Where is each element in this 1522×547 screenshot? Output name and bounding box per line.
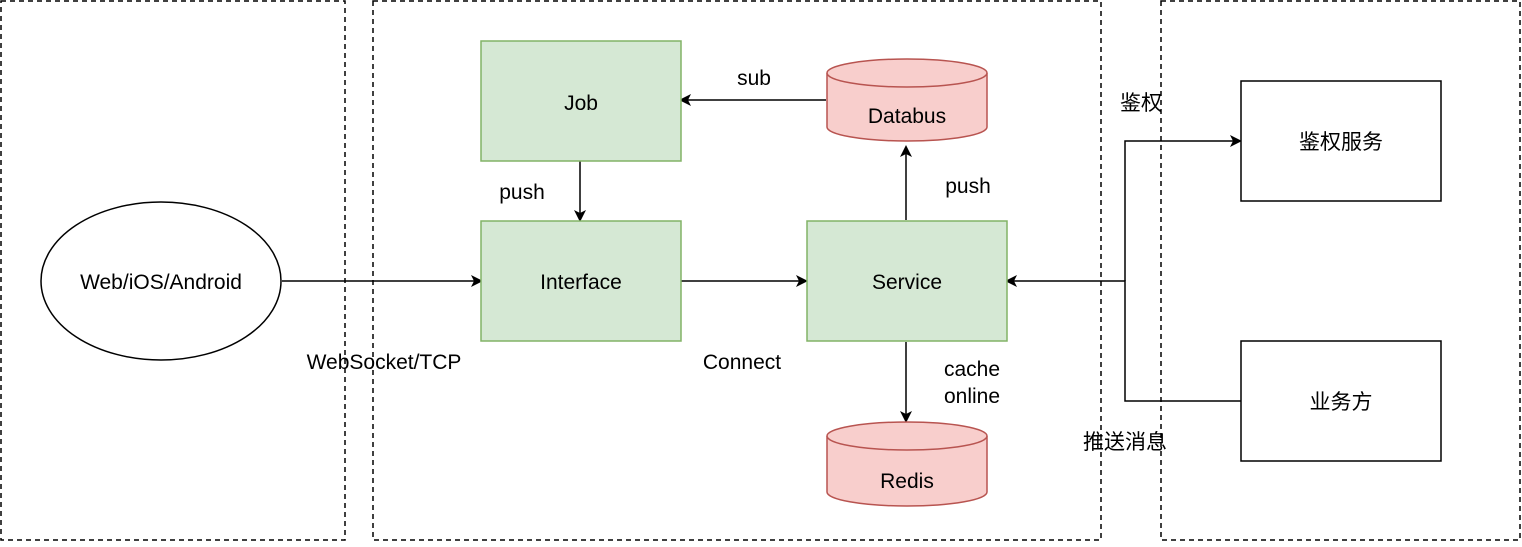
service-label: Service bbox=[872, 271, 942, 294]
edge-auth bbox=[1124, 135, 1242, 281]
job-label: Job bbox=[564, 92, 598, 115]
interface-label: Interface bbox=[540, 271, 622, 294]
edge-label-websocket: WebSocket/TCP bbox=[307, 351, 462, 374]
client-zone bbox=[0, 0, 346, 541]
auth-service-node bbox=[1240, 80, 1442, 202]
databus-node bbox=[826, 58, 988, 142]
client-node bbox=[40, 201, 282, 361]
edge-label-online: online bbox=[944, 385, 1000, 408]
client-label: Web/iOS/Android bbox=[80, 271, 242, 294]
edge-label-cache: cache bbox=[944, 358, 1000, 381]
edge-label-auth: 鉴权 bbox=[1120, 92, 1162, 115]
edge-label-push-message: 推送消息 bbox=[1083, 431, 1167, 454]
databus-label: Databus bbox=[868, 105, 946, 128]
redis-node bbox=[826, 421, 988, 507]
interface-node bbox=[480, 220, 682, 342]
edge-label-push-job: push bbox=[499, 181, 545, 204]
service-node bbox=[806, 220, 1008, 342]
edge-label-sub: sub bbox=[737, 67, 771, 90]
edge-label-connect: Connect bbox=[703, 351, 781, 374]
job-node bbox=[480, 40, 682, 162]
redis-label: Redis bbox=[880, 470, 934, 493]
edge-label-push-databus: push bbox=[945, 175, 991, 198]
business-node bbox=[1240, 340, 1442, 462]
server-zone bbox=[372, 0, 1102, 541]
auth-service-label: 鉴权服务 bbox=[1299, 131, 1383, 154]
edge-business-to-service bbox=[1005, 275, 1241, 402]
business-label: 业务方 bbox=[1310, 391, 1373, 414]
